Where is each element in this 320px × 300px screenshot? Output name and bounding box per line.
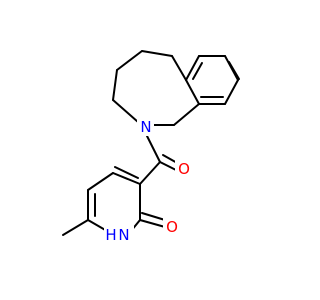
bond [228,61,240,80]
bond [185,79,200,105]
bond [141,212,166,221]
bond [171,55,187,81]
bond [62,219,89,236]
bond [192,62,203,80]
bond [146,135,161,163]
atom-h-label: H [105,226,116,244]
bond [224,79,239,105]
bond-lines [62,50,240,236]
bond [116,50,143,71]
atom-o-carbonyl: O [175,160,192,178]
bond [112,69,118,101]
atom-n-pyridinone-label: N [118,226,129,244]
molecule-structure-diagram: N O O H N [62,50,240,244]
bond [112,172,141,185]
bond [87,219,108,232]
atom-o-lactam-label: O [166,218,178,236]
atom-o-lactam: O [163,218,180,236]
bond [185,55,200,81]
atom-o-carbonyl-label: O [178,160,190,178]
bond [139,161,161,185]
bond [87,172,114,191]
atom-n-azepine-label: N [140,118,151,136]
bond [139,219,166,228]
bond [114,166,139,179]
bond [141,50,173,57]
bond [173,103,200,126]
atom-nh-pyridinone: H N [104,226,134,244]
atom-labels: N O O H N [104,118,192,244]
bond [112,99,139,123]
atom-n-azepine: N [137,118,154,136]
